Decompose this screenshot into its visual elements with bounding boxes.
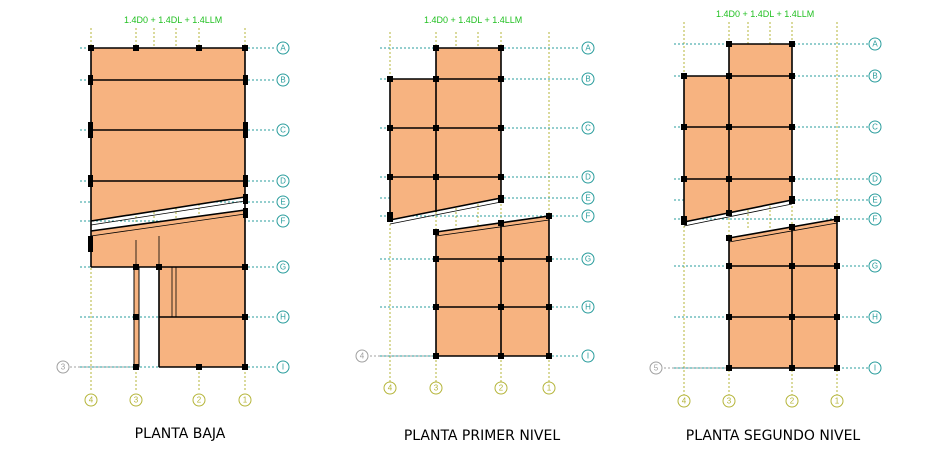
svg-text:H: H: [585, 303, 591, 312]
svg-text:4: 4: [360, 352, 365, 361]
row-bubble: I: [581, 349, 595, 363]
svg-text:H: H: [872, 313, 878, 322]
row-bubble: E: [276, 195, 290, 209]
row-bubble: I: [276, 360, 290, 374]
svg-text:2: 2: [197, 396, 202, 405]
column-bubble: 1: [238, 393, 252, 407]
row-bubble: I: [868, 361, 882, 375]
row-bubble: A: [276, 41, 290, 55]
plan-title: PLANTA PRIMER NIVEL: [404, 428, 561, 444]
svg-text:I: I: [874, 364, 876, 373]
row-bubble: D: [581, 170, 595, 184]
svg-text:3: 3: [434, 384, 439, 393]
svg-text:E: E: [585, 194, 590, 203]
load-combo-label: 1.4D0 + 1.4DL + 1.4LLM: [124, 15, 222, 25]
plan-title: PLANTA SEGUNDO NIVEL: [686, 428, 861, 444]
column-bubble: 1: [542, 381, 556, 395]
row-bubble: H: [581, 300, 595, 314]
row-bubble: H: [276, 310, 290, 324]
row-bubble: G: [868, 259, 882, 273]
svg-text:3: 3: [134, 396, 139, 405]
plan-planta-primer-nivel: 1.4D0 + 1.4DL + 1.4LLM A B C D E F G H I…: [355, 15, 595, 444]
svg-text:3: 3: [61, 363, 66, 372]
svg-text:G: G: [280, 263, 286, 272]
svg-text:A: A: [280, 44, 286, 53]
column-bubble: 4: [84, 393, 98, 407]
row-bubble: H: [868, 310, 882, 324]
svg-text:1: 1: [243, 396, 248, 405]
svg-text:H: H: [280, 313, 286, 322]
row-bubble: D: [868, 172, 882, 186]
svg-text:4: 4: [89, 396, 94, 405]
row-bubble: D: [276, 174, 290, 188]
svg-text:3: 3: [727, 397, 732, 406]
svg-text:B: B: [872, 72, 877, 81]
row-bubble: G: [581, 252, 595, 266]
svg-text:B: B: [280, 76, 285, 85]
column-bubble: 2: [785, 394, 799, 408]
row-bubble: A: [868, 37, 882, 51]
row-bubble: C: [276, 123, 290, 137]
row-bubble: F: [276, 214, 290, 228]
svg-text:G: G: [585, 255, 591, 264]
row-bubble: E: [868, 193, 882, 207]
svg-text:A: A: [585, 44, 591, 53]
svg-text:B: B: [585, 75, 590, 84]
row-bubble: B: [581, 72, 595, 86]
svg-text:G: G: [872, 262, 878, 271]
svg-text:5: 5: [654, 364, 659, 373]
row-bubble: B: [868, 69, 882, 83]
svg-text:4: 4: [388, 384, 393, 393]
svg-text:C: C: [280, 126, 286, 135]
svg-text:D: D: [280, 177, 286, 186]
svg-text:F: F: [281, 217, 286, 226]
column-bubble: 3: [129, 393, 143, 407]
row-bubble: A: [581, 41, 595, 55]
row-bubble: C: [868, 120, 882, 134]
svg-text:I: I: [282, 363, 284, 372]
aux-axis-bubble: 3: [56, 360, 70, 374]
svg-text:4: 4: [682, 397, 687, 406]
svg-text:D: D: [872, 175, 878, 184]
plan-planta-segundo-nivel: 1.4D0 + 1.4DL + 1.4LLM A B C D E F G H I…: [649, 9, 882, 444]
svg-text:E: E: [872, 196, 877, 205]
column-bubble: 3: [429, 381, 443, 395]
row-bubble: F: [868, 212, 882, 226]
row-bubble: C: [581, 121, 595, 135]
column-bubble: 4: [677, 394, 691, 408]
svg-text:I: I: [587, 352, 589, 361]
load-combo-label: 1.4D0 + 1.4DL + 1.4LLM: [424, 15, 522, 25]
svg-text:2: 2: [499, 384, 504, 393]
column-bubble: 4: [383, 381, 397, 395]
svg-text:C: C: [872, 123, 878, 132]
svg-text:A: A: [872, 40, 878, 49]
row-bubble: G: [276, 260, 290, 274]
svg-text:F: F: [873, 215, 878, 224]
aux-axis-bubble: 4: [355, 349, 369, 363]
row-bubble: F: [581, 209, 595, 223]
svg-text:2: 2: [790, 397, 795, 406]
svg-text:1: 1: [547, 384, 552, 393]
load-combo-label: 1.4D0 + 1.4DL + 1.4LLM: [716, 9, 814, 19]
svg-text:1: 1: [835, 397, 840, 406]
svg-text:C: C: [585, 124, 591, 133]
column-bubble: 2: [494, 381, 508, 395]
svg-text:F: F: [586, 212, 591, 221]
row-bubble: B: [276, 73, 290, 87]
plan-planta-baja: 1.4D0 + 1.4DL + 1.4LLM A B C D E F G H I…: [56, 15, 290, 442]
plan-title: PLANTA BAJA: [135, 426, 226, 442]
column-bubble: 1: [830, 394, 844, 408]
svg-text:D: D: [585, 173, 591, 182]
column-bubble: 2: [192, 393, 206, 407]
column-bubble: 3: [722, 394, 736, 408]
row-bubble: E: [581, 191, 595, 205]
svg-text:E: E: [280, 198, 285, 207]
aux-axis-bubble: 5: [649, 361, 663, 375]
